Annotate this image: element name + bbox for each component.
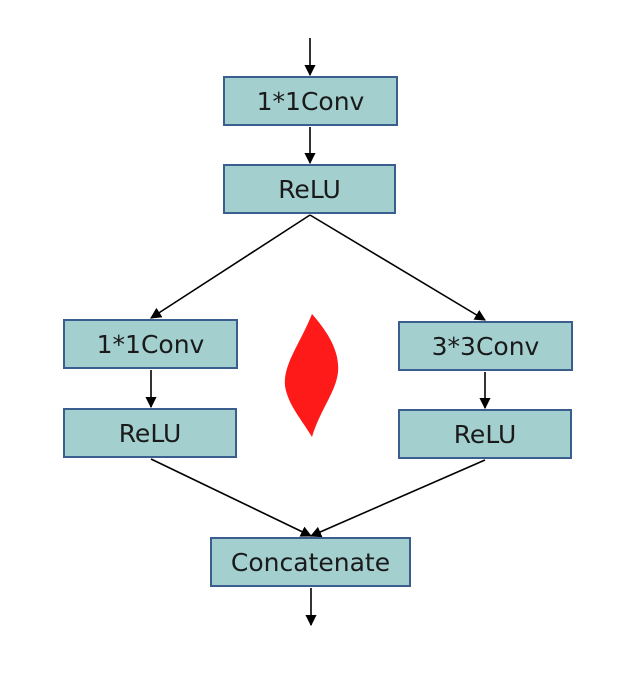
flame-icon <box>284 314 339 437</box>
conv-1x1-left: 1*1Conv <box>63 319 238 369</box>
conv-3x3-right-label: 3*3Conv <box>431 331 540 361</box>
conv-1x1-left-label: 1*1Conv <box>96 329 205 359</box>
conv-1x1-top-label: 1*1Conv <box>256 86 365 116</box>
relu-left: ReLU <box>63 408 237 458</box>
relu-right: ReLU <box>398 409 572 459</box>
relu-right-label: ReLU <box>453 419 517 449</box>
arrow-left-to-concat <box>150 458 313 537</box>
concatenate: Concatenate <box>210 537 411 587</box>
relu-top-label: ReLU <box>278 174 341 204</box>
relu-left-label: ReLU <box>118 418 182 448</box>
arrow-split-right <box>309 214 486 321</box>
concatenate-label: Concatenate <box>230 547 391 577</box>
relu-top: ReLU <box>223 164 396 214</box>
conv-3x3-right: 3*3Conv <box>398 321 573 371</box>
conv-1x1-top: 1*1Conv <box>223 76 398 126</box>
arrow-right-to-concat <box>309 459 486 538</box>
arrow-split-left <box>150 214 311 319</box>
